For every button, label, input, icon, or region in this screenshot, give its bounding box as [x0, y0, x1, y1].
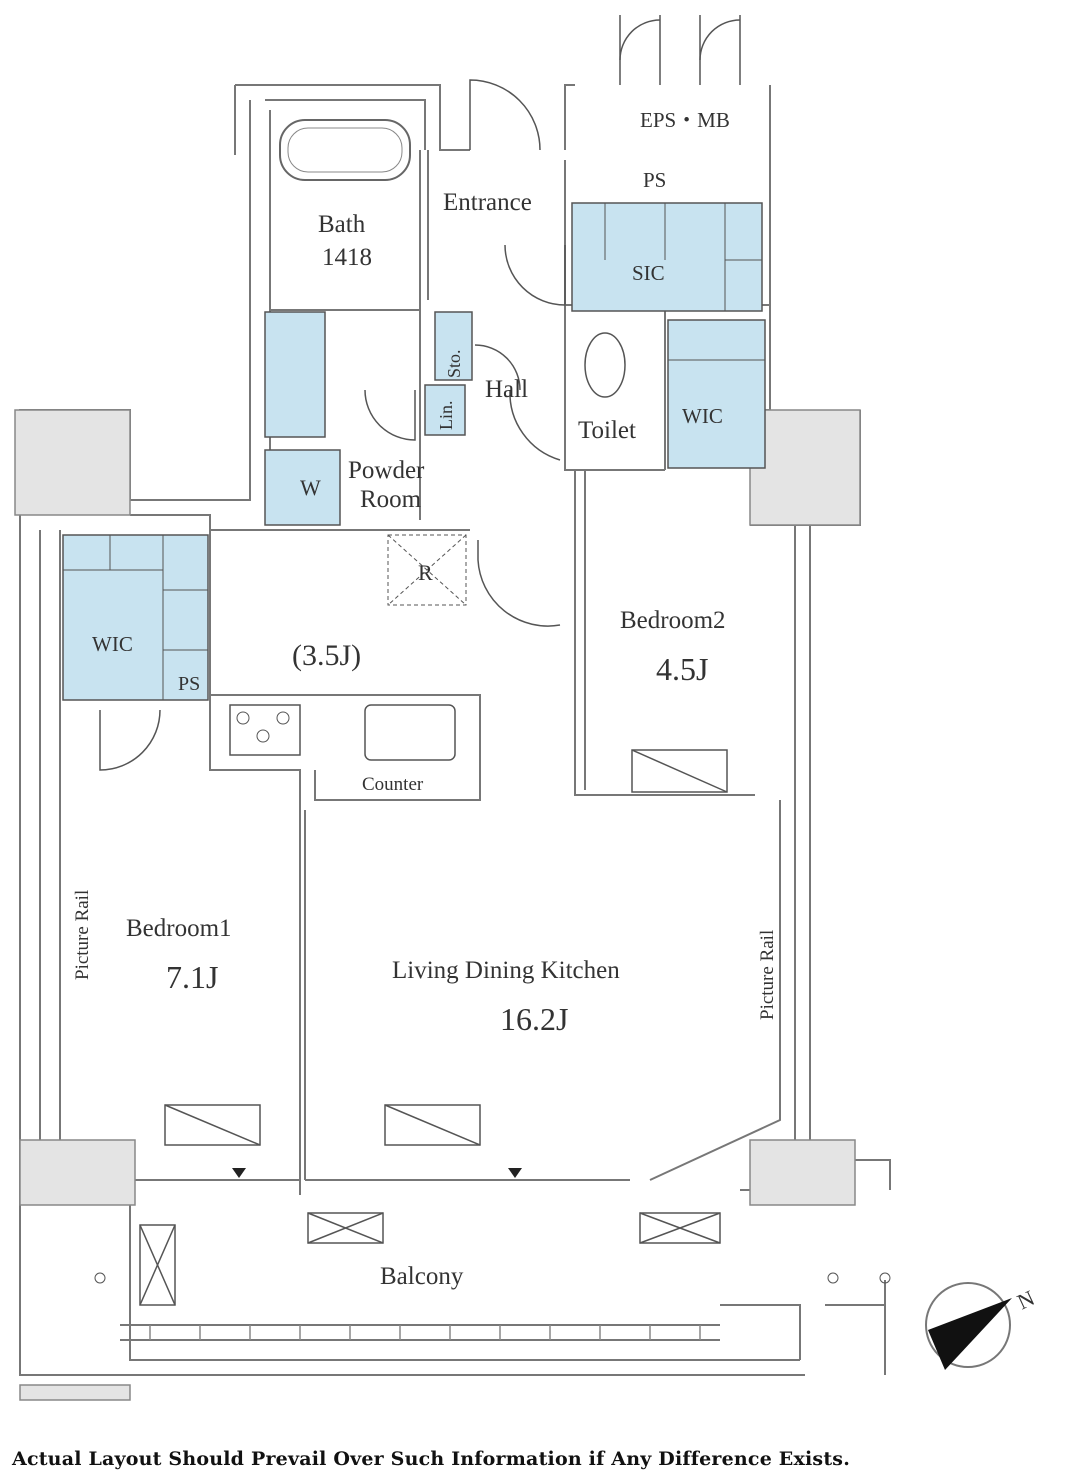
- sic-label: SIC: [632, 261, 665, 285]
- counter-label: Counter: [362, 774, 424, 795]
- fridge-label: R: [418, 560, 433, 585]
- kitchen-size-label: (3.5J): [292, 639, 361, 672]
- powder-room-label-1: Powder: [348, 457, 425, 484]
- entrance-label: Entrance: [443, 189, 532, 216]
- washer-label: W: [300, 475, 321, 500]
- wic-right-label: WIC: [682, 404, 723, 428]
- hall-label: Hall: [485, 376, 528, 403]
- lin-label: Lin.: [436, 401, 456, 431]
- bedroom2-label: Bedroom2: [620, 607, 726, 634]
- kitchen-sink: [364, 704, 456, 761]
- powder-room-label-2: Room: [360, 486, 422, 513]
- eps-mb-label: EPS・MB: [640, 108, 730, 132]
- picture-rail-right-label: Picture Rail: [757, 930, 778, 1020]
- toilet-label: Toilet: [578, 417, 636, 444]
- compass: N: [925, 1282, 1038, 1370]
- ldk-label: Living Dining Kitchen: [392, 957, 620, 984]
- disclaimer-text: Actual Layout Should Prevail Over Such I…: [12, 1448, 851, 1470]
- wic-left-label: WIC: [92, 632, 133, 656]
- ldk-size-label: 16.2J: [500, 1001, 568, 1037]
- bedroom2-size-label: 4.5J: [656, 651, 708, 687]
- balcony-label: Balcony: [380, 1263, 464, 1290]
- bath-size-label: 1418: [322, 244, 372, 271]
- bedroom1-label: Bedroom1: [126, 915, 232, 942]
- compass-north-label: N: [1013, 1285, 1038, 1314]
- bath-label: Bath: [318, 211, 366, 238]
- bedroom1-size-label: 7.1J: [166, 959, 218, 995]
- ps-left-label: PS: [178, 673, 200, 695]
- picture-rail-left-label: Picture Rail: [72, 890, 93, 980]
- ps-top-label: PS: [643, 168, 666, 192]
- bathtub: [279, 119, 411, 181]
- sto-label: Sto.: [444, 349, 464, 378]
- floor-plan: N EPS・MB PS Entrance Bath 1418 SIC Sto. …: [14, 15, 1038, 1401]
